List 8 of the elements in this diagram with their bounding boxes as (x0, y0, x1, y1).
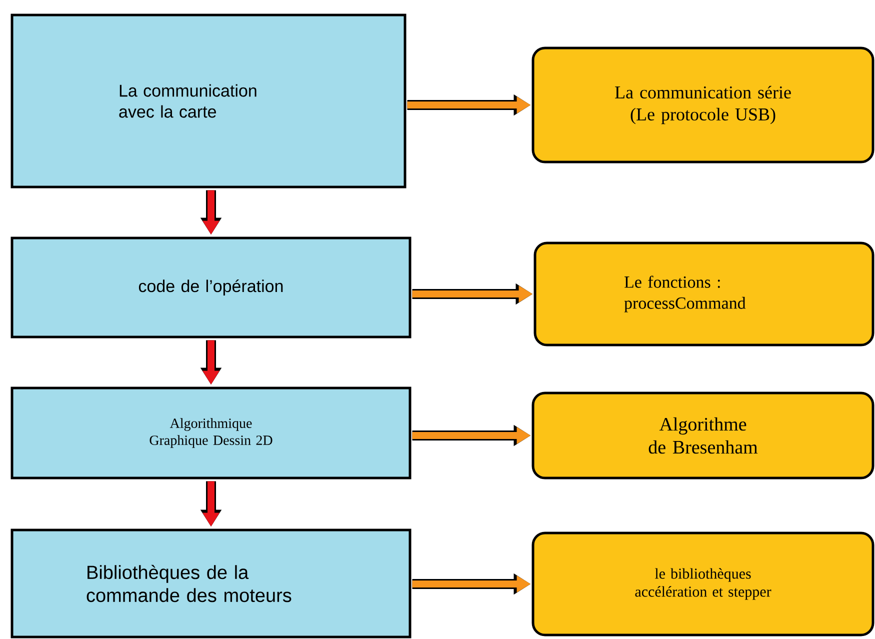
process-box: La communication avec la carte (10, 14, 406, 188)
process-box: code de l’opération (10, 236, 412, 338)
option-box: La communication série (Le protocole USB) (532, 46, 874, 164)
option-box: Algorithme de Bresenham (532, 392, 874, 480)
option-box: Le fonctions : processCommand (534, 242, 874, 346)
option-box: le bibliothèques accélération et stepper (532, 532, 874, 636)
process-box: Bibliothèques de la commande des moteurs (10, 528, 412, 638)
process-box: Algorithmique Graphique Dessin 2D (10, 386, 412, 480)
